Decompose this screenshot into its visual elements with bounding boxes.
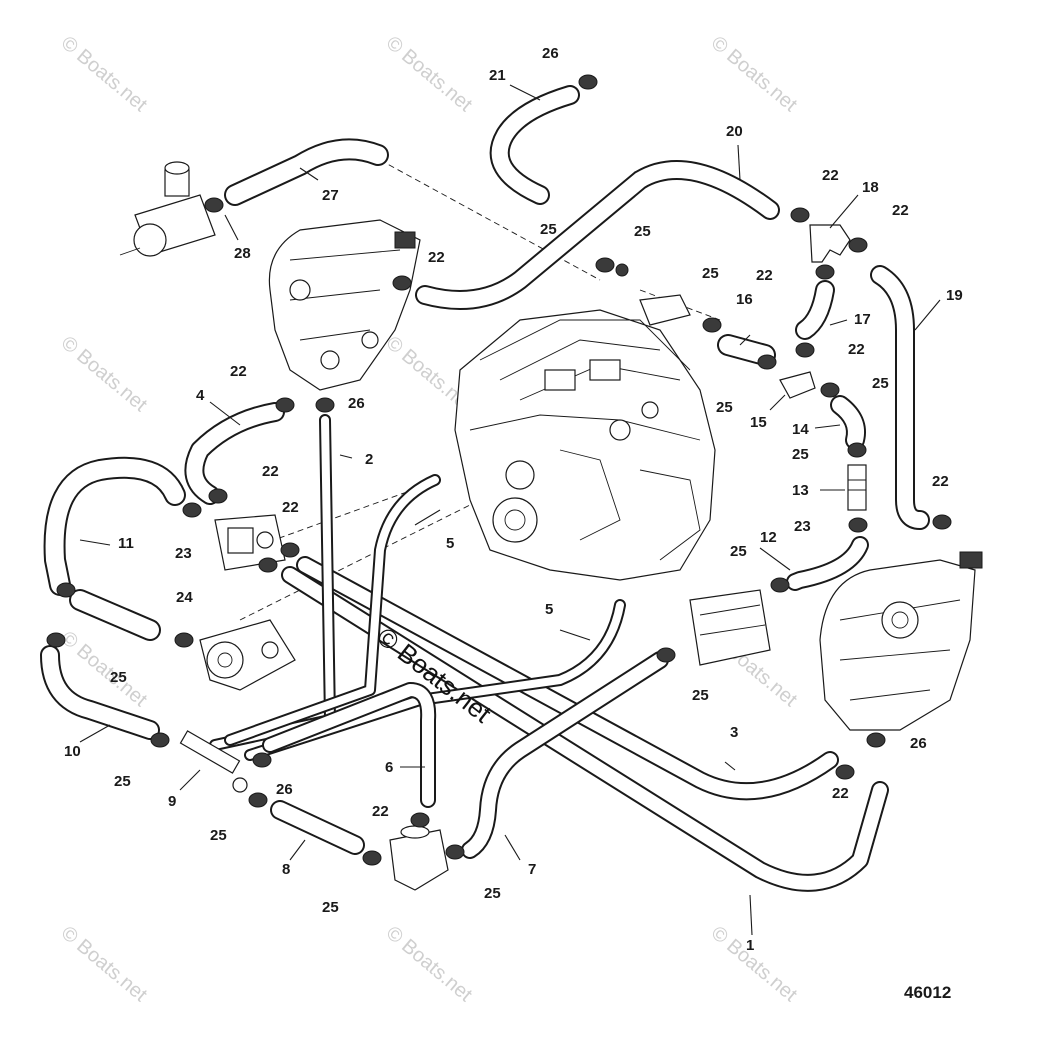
- callout-2: 2: [365, 451, 373, 468]
- hoses: [40, 85, 930, 892]
- callout-26a: 26: [542, 45, 559, 62]
- callout-10: 10: [64, 743, 81, 760]
- callout-26d: 26: [910, 735, 927, 752]
- callout-25e: 25: [792, 446, 809, 463]
- callout-25j: 25: [210, 827, 227, 844]
- callout-20: 20: [726, 123, 743, 140]
- callout-16: 16: [736, 291, 753, 308]
- callout-11: 11: [118, 535, 134, 552]
- callout-21: 21: [489, 67, 506, 84]
- callout-25f: 25: [730, 543, 747, 560]
- callout-18: 18: [862, 179, 879, 196]
- thermostat-housing: [214, 514, 286, 571]
- clamps: [46, 74, 952, 866]
- callout-5b: 5: [545, 601, 553, 618]
- callout-25m: 25: [540, 221, 557, 238]
- fittings: [639, 224, 867, 511]
- callout-28: 28: [234, 245, 251, 262]
- callout-15: 15: [750, 414, 767, 431]
- callout-8: 8: [282, 861, 290, 878]
- callout-22h: 22: [262, 463, 279, 480]
- callout-5a: 5: [446, 535, 454, 552]
- callout-22i: 22: [282, 499, 299, 516]
- callout-22b: 22: [822, 167, 839, 184]
- callout-25c: 25: [716, 399, 733, 416]
- callout-25d: 25: [872, 375, 889, 392]
- callout-19: 19: [946, 287, 963, 304]
- distribution-tee: [179, 730, 248, 793]
- callout-6: 6: [385, 759, 393, 776]
- callout-4: 4: [196, 387, 205, 404]
- diagram-number: 46012: [904, 983, 951, 1002]
- callout-25h: 25: [110, 669, 127, 686]
- callout-25i: 25: [114, 773, 131, 790]
- callout-22g: 22: [230, 363, 247, 380]
- exhaust-manifold-left: [268, 219, 421, 391]
- seawater-pump: [119, 161, 216, 257]
- callout-22a: 22: [428, 249, 445, 266]
- callout-24: 24: [176, 589, 193, 606]
- callout-26c: 26: [276, 781, 293, 798]
- callout-14: 14: [792, 421, 809, 438]
- callout-26b: 26: [348, 395, 365, 412]
- fuel-cooler: [689, 589, 771, 666]
- callout-12: 12: [760, 529, 777, 546]
- exhaust-manifold-right: [819, 551, 983, 731]
- callout-1: 1: [746, 937, 754, 954]
- circulating-pump: [199, 619, 296, 691]
- callout-9: 9: [168, 793, 176, 810]
- callout-13: 13: [792, 482, 809, 499]
- callout-7: 7: [528, 861, 536, 878]
- callout-25a: 25: [634, 223, 651, 240]
- bottom-housing: [389, 825, 449, 891]
- callout-23a: 23: [175, 545, 192, 562]
- callout-25k: 25: [322, 899, 339, 916]
- callout-25g: 25: [692, 687, 709, 704]
- callout-25b: 25: [702, 265, 719, 282]
- callout-25l: 25: [484, 885, 501, 902]
- callout-22c: 22: [892, 202, 909, 219]
- callout-22k: 22: [372, 803, 389, 820]
- callout-22e: 22: [848, 341, 865, 358]
- callout-22f: 22: [932, 473, 949, 490]
- callout-labels: 1 2 3 4 5 5 6 7 8 9 10 11 12 13 14 15 16…: [64, 45, 963, 954]
- leader-lines: [79, 84, 941, 936]
- callout-23b: 23: [794, 518, 811, 535]
- callout-22d: 22: [756, 267, 773, 284]
- engine-block: [454, 309, 716, 581]
- callout-17: 17: [854, 311, 871, 328]
- callout-22j: 22: [832, 785, 849, 802]
- callout-3: 3: [730, 724, 738, 741]
- callout-27: 27: [322, 187, 339, 204]
